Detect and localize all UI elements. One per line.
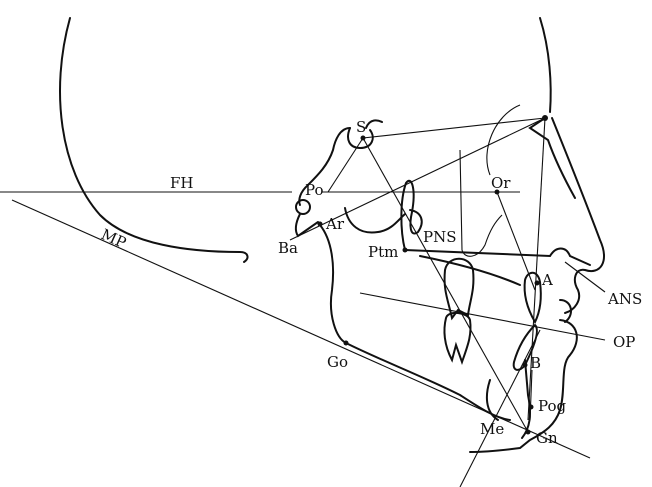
cranium-outline xyxy=(59,17,249,263)
label-ptm: Ptm xyxy=(368,243,398,261)
sn-line xyxy=(362,117,546,139)
label-a: A xyxy=(541,271,553,289)
label-go: Go xyxy=(327,353,348,371)
facial-axis-line xyxy=(459,329,541,487)
porion-ear-rod xyxy=(295,199,311,215)
label-op: OP xyxy=(613,333,635,351)
label-ans: ANS xyxy=(607,290,642,308)
point-ar xyxy=(317,221,323,227)
orbit-outline xyxy=(459,104,521,257)
label-pns: PNS xyxy=(423,228,457,246)
label-or: Or xyxy=(491,174,511,192)
molar-lower xyxy=(443,312,472,366)
label-b: B xyxy=(530,354,541,372)
clivus-outline xyxy=(298,127,351,206)
point-pog xyxy=(528,404,534,410)
label-ar: Ar xyxy=(325,215,345,233)
label-ba: Ba xyxy=(278,239,298,257)
mandibular-notch xyxy=(344,207,406,234)
s-gn-line xyxy=(362,137,529,433)
basion-outline xyxy=(294,213,319,238)
point-s xyxy=(360,135,366,141)
b-pog-line xyxy=(529,369,533,421)
label-po: Po xyxy=(305,181,324,199)
ar-n-line xyxy=(289,117,546,241)
mp-line xyxy=(11,199,591,459)
label-mp: MP xyxy=(98,225,129,252)
lip-upper xyxy=(559,299,572,323)
label-me: Me xyxy=(480,420,504,438)
point-a xyxy=(534,280,540,286)
mandible-lower-border xyxy=(345,342,511,421)
forehead-outline xyxy=(539,17,552,113)
label-s: S xyxy=(356,118,366,136)
label-gn: Gn xyxy=(536,429,558,447)
point-go xyxy=(343,340,349,346)
s-po-line xyxy=(327,137,364,193)
point-gn xyxy=(525,429,531,435)
or-a-line xyxy=(496,191,536,291)
maxilla-outline xyxy=(419,255,521,286)
n-pog-line xyxy=(527,117,546,421)
point-b xyxy=(522,362,528,368)
point-ptm xyxy=(402,247,408,253)
occlusal-plane-line xyxy=(359,292,606,341)
label-pog: Pog xyxy=(538,397,567,415)
incisor-upper xyxy=(523,271,542,325)
nasal-bone xyxy=(528,117,576,199)
palate-outline xyxy=(404,247,591,266)
ans-leader-line xyxy=(564,261,606,293)
ramus-outline xyxy=(319,224,347,344)
molar-upper xyxy=(443,257,475,321)
label-fh: FH xyxy=(170,174,194,192)
nasal-profile xyxy=(469,117,605,453)
pterygomaxillary-fissure xyxy=(400,180,423,251)
point-n xyxy=(542,115,548,121)
point-or xyxy=(494,189,500,195)
